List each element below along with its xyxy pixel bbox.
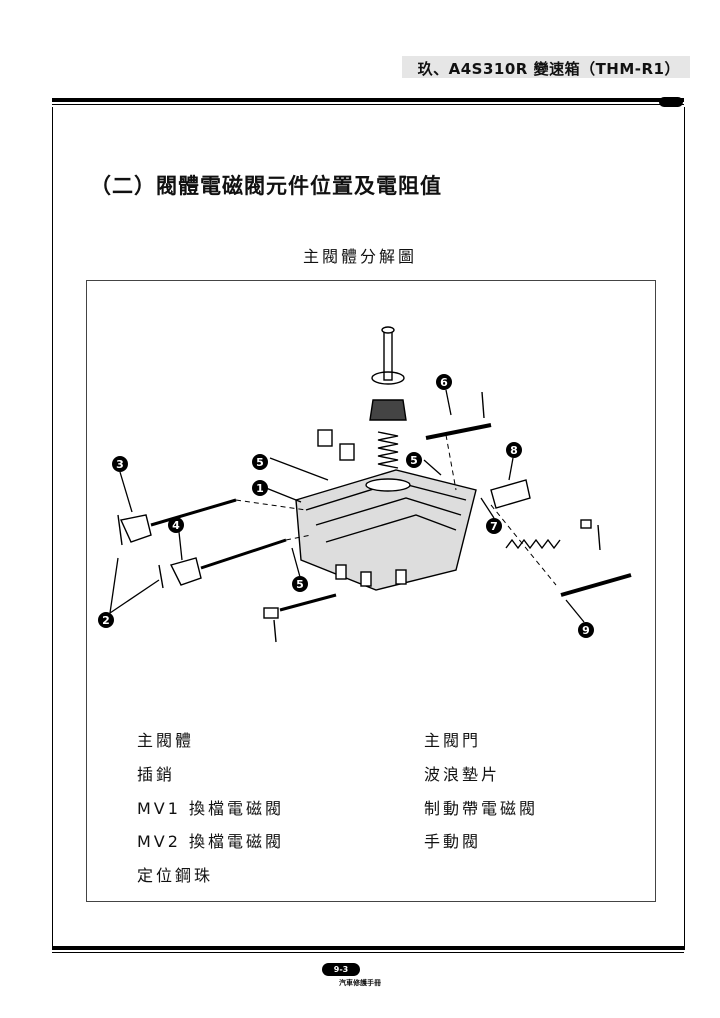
footer-label: 汽車修護手冊 <box>339 979 381 987</box>
callout-1: 1 <box>256 482 264 495</box>
callout-3: 3 <box>116 458 124 471</box>
legend-detent-ball: 定位鋼珠 <box>137 866 214 885</box>
piston <box>369 399 407 421</box>
band-solenoid <box>490 479 531 509</box>
top-rule-thick <box>52 98 684 102</box>
callout-5c: 5 <box>410 454 418 467</box>
spring-right <box>505 538 561 550</box>
manual-valve <box>560 573 632 597</box>
callout-6-marker <box>436 374 452 390</box>
section-title: （二）閥體電磁閥元件位置及電阻值 <box>90 174 442 198</box>
callout-2-marker <box>98 612 114 628</box>
chapter-header: 玖、A4S310R 變速箱（THM-R1） <box>417 60 680 78</box>
top-rule-thin <box>52 104 684 105</box>
callout-9-marker <box>578 622 594 638</box>
legend-wave-washer: 波浪墊片 <box>424 765 501 784</box>
legend-main-valve-body: 主閥體 <box>137 731 195 750</box>
callout-5c-marker <box>406 452 422 468</box>
legend-mv1: MV1 換檔電磁閥 <box>137 799 285 818</box>
legend-band-solenoid: 制動帶電磁閥 <box>424 799 539 818</box>
callout-5b: 5 <box>296 578 304 591</box>
bottom-rule-thick <box>52 946 684 950</box>
valve-body-exploded-diagram: 3 4 2 5 1 5 5 6 7 8 9 <box>98 326 632 643</box>
bottom-rule-thin <box>52 952 684 953</box>
callout-5b-marker <box>292 576 308 592</box>
callout-4-marker <box>168 517 184 533</box>
spring-center <box>377 431 399 469</box>
callout-4: 4 <box>172 519 180 532</box>
callout-2: 2 <box>102 614 110 627</box>
figure-title: 主閥體分解圖 <box>302 247 417 266</box>
frame-left <box>52 107 53 950</box>
callout-5a: 5 <box>256 456 264 469</box>
callout-1-marker <box>252 480 268 496</box>
legend-manual-valve: 手動閥 <box>424 832 482 851</box>
solenoid-mv1 <box>119 514 152 543</box>
callout-7-marker <box>486 518 502 534</box>
valve-group-6 <box>425 423 492 440</box>
callout-9: 9 <box>582 624 590 637</box>
callout-6: 6 <box>440 376 448 389</box>
legend-mv2: MV2 換檔電磁閥 <box>137 832 285 851</box>
legend-pin: 插銷 <box>137 765 176 784</box>
callout-8: 8 <box>510 444 518 457</box>
callout-5a-marker <box>252 454 268 470</box>
corner-badge <box>659 97 683 107</box>
page-number: 9-3 <box>322 963 360 976</box>
solenoid-mv2 <box>169 557 202 586</box>
legend-main-valve: 主閥門 <box>424 731 482 750</box>
callout-8-marker <box>506 442 522 458</box>
header-band <box>402 56 690 78</box>
frame-right <box>684 107 685 950</box>
o-ring <box>371 371 405 385</box>
valve-body <box>295 469 477 591</box>
callout-7: 7 <box>490 520 498 533</box>
figure-box <box>86 280 656 902</box>
callout-3-marker <box>112 456 128 472</box>
